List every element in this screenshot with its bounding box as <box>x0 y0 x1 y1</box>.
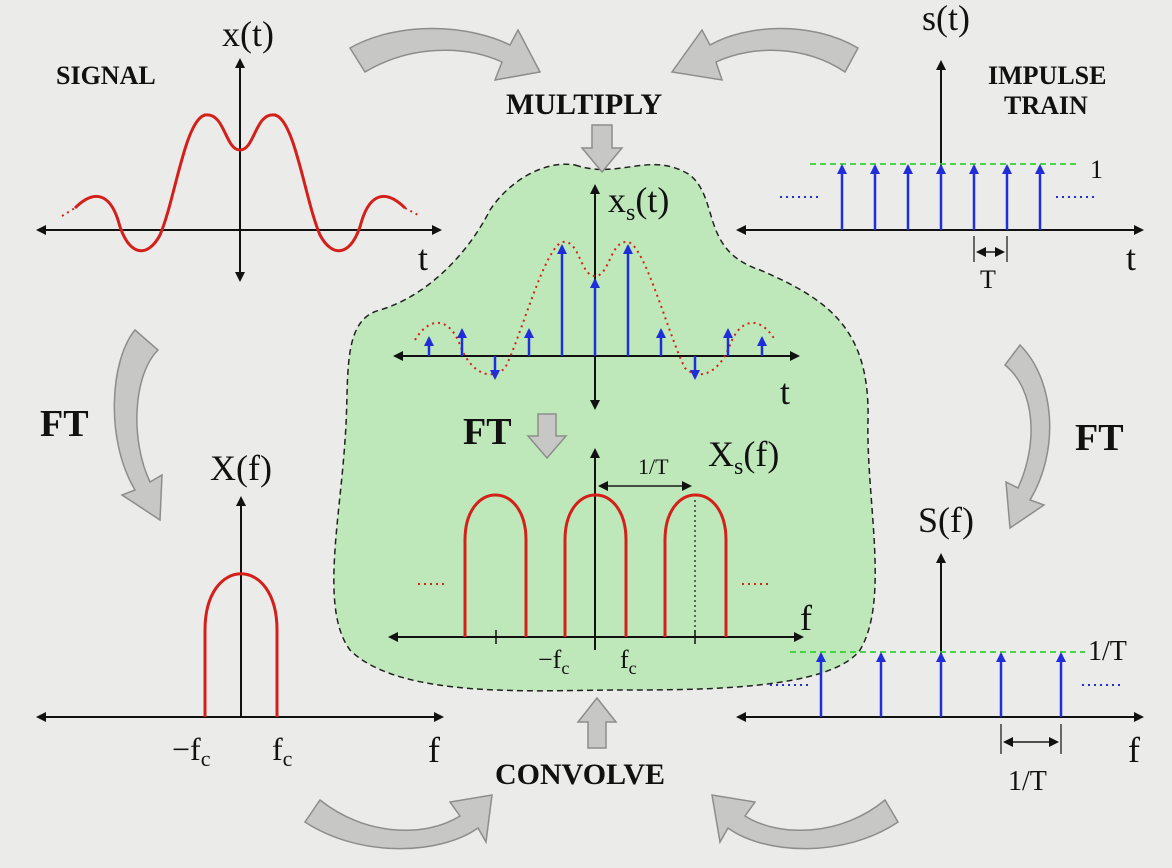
flow-arrow-left-ft <box>113 328 163 522</box>
s-t-label: s(t) <box>922 0 970 38</box>
ft-label-right: FT <box>1075 417 1124 459</box>
one-over-T-spacing-right: 1/T <box>1008 766 1047 797</box>
ft-label-left: FT <box>40 403 89 445</box>
fc-label-sampled: fc <box>620 645 637 678</box>
flow-arrow-signal-to-multiply <box>348 27 542 81</box>
signal-plot <box>36 58 442 282</box>
one-over-T-level-label: 1/T <box>1088 636 1127 667</box>
t-axis-label-signal: t <box>418 238 428 278</box>
sampled-signal-plot <box>393 184 800 410</box>
sampled-spectrum-plot <box>388 448 804 650</box>
impulse-train-heading-line2: TRAIN <box>1004 91 1088 120</box>
t-axis-label-sampled: t <box>780 372 790 412</box>
period-T-label: T <box>980 265 996 294</box>
f-axis-label-impulse: f <box>1128 730 1140 770</box>
t-axis-label-impulse: t <box>1126 238 1136 278</box>
one-level-label: 1 <box>1090 155 1103 184</box>
signal-spectrum-plot <box>36 496 444 722</box>
flow-arrow-convolve-up <box>576 696 618 749</box>
S-f-label: S(f) <box>918 500 974 540</box>
ft-label-center: FT <box>463 411 512 453</box>
neg-fc-label-signal: −fc <box>172 731 211 771</box>
neg-fc-label-sampled: −fc <box>538 645 569 678</box>
x-t-label: x(t) <box>222 14 274 54</box>
impulse-spectrum-plot <box>736 553 1144 754</box>
fc-label-signal: fc <box>272 731 293 771</box>
X-f-label: X(f) <box>210 448 272 488</box>
f-axis-label-sampled: f <box>800 598 812 638</box>
flow-arrow-xf-to-convolve <box>303 794 493 850</box>
impulse-train-heading-line1: IMPULSE <box>988 61 1106 90</box>
sampled-region-blob <box>333 163 876 692</box>
f-axis-label-signal: f <box>428 730 440 770</box>
flow-arrow-center-ft <box>526 413 568 460</box>
convolve-heading: CONVOLVE <box>495 758 665 791</box>
flow-arrow-multiply-down <box>580 124 624 174</box>
impulse-train-plot <box>736 60 1144 262</box>
multiply-heading: MULTIPLY <box>506 88 663 121</box>
xs-t-label: xs(t) <box>608 180 669 226</box>
Xs-f-label: Xs(f) <box>708 434 779 480</box>
one-over-T-spacing-center: 1/T <box>638 454 669 479</box>
flow-arrow-sf-to-convolve <box>711 794 900 850</box>
signal-heading: SIGNAL <box>56 61 156 90</box>
flow-arrow-impulse-to-multiply <box>670 27 860 81</box>
flow-arrow-right-ft <box>1003 343 1051 530</box>
